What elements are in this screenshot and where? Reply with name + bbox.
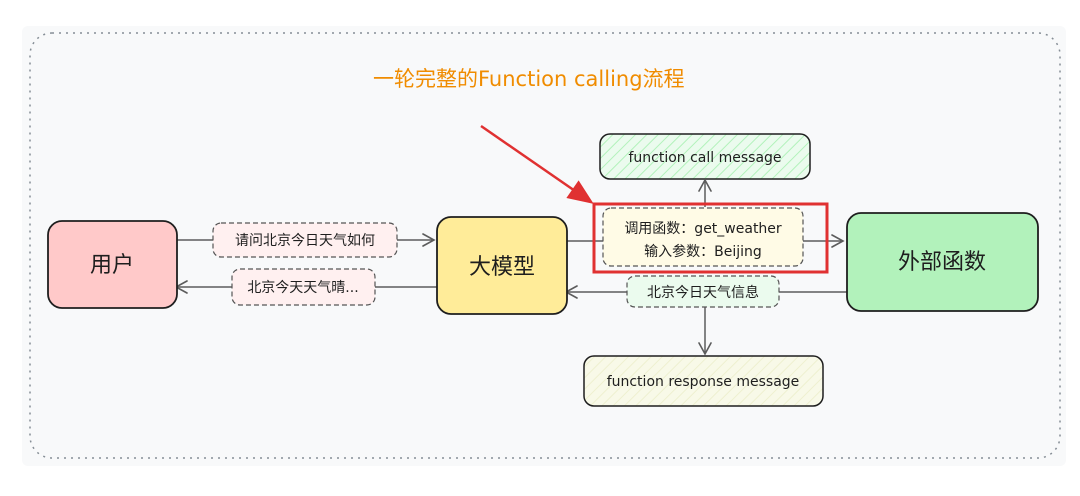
answer-label-box	[231, 268, 376, 306]
pointer-arrow	[480, 124, 594, 204]
external-function-node	[846, 212, 1039, 312]
function-info-label: 北京今日天气信息	[647, 284, 759, 301]
function-call-name: 调用函数：get_weather	[624, 221, 782, 237]
user-node	[47, 220, 178, 309]
diagram-title: 一轮完整的Function calling流程	[373, 67, 685, 91]
user-node-label: 用户	[90, 253, 134, 278]
llm-node	[436, 216, 568, 315]
external-function-node-label: 外部函数	[898, 250, 986, 275]
function-call-args-box	[602, 207, 804, 267]
function-response-message-label: function response message	[607, 374, 800, 390]
question-label: 请问北京今日天气如何	[235, 233, 375, 249]
llm-node-label: 大模型	[469, 255, 535, 280]
question-label-box	[212, 222, 398, 258]
dotted-frame	[29, 32, 1061, 459]
function-response-message-box	[583, 355, 824, 407]
function-call-params: 输入参数：Beijing	[644, 243, 762, 260]
highlight-box	[592, 202, 829, 274]
answer-label: 北京今天天气晴...	[247, 280, 358, 296]
function-info-label-box	[626, 275, 780, 308]
function-call-message-label: function call message	[628, 150, 781, 166]
